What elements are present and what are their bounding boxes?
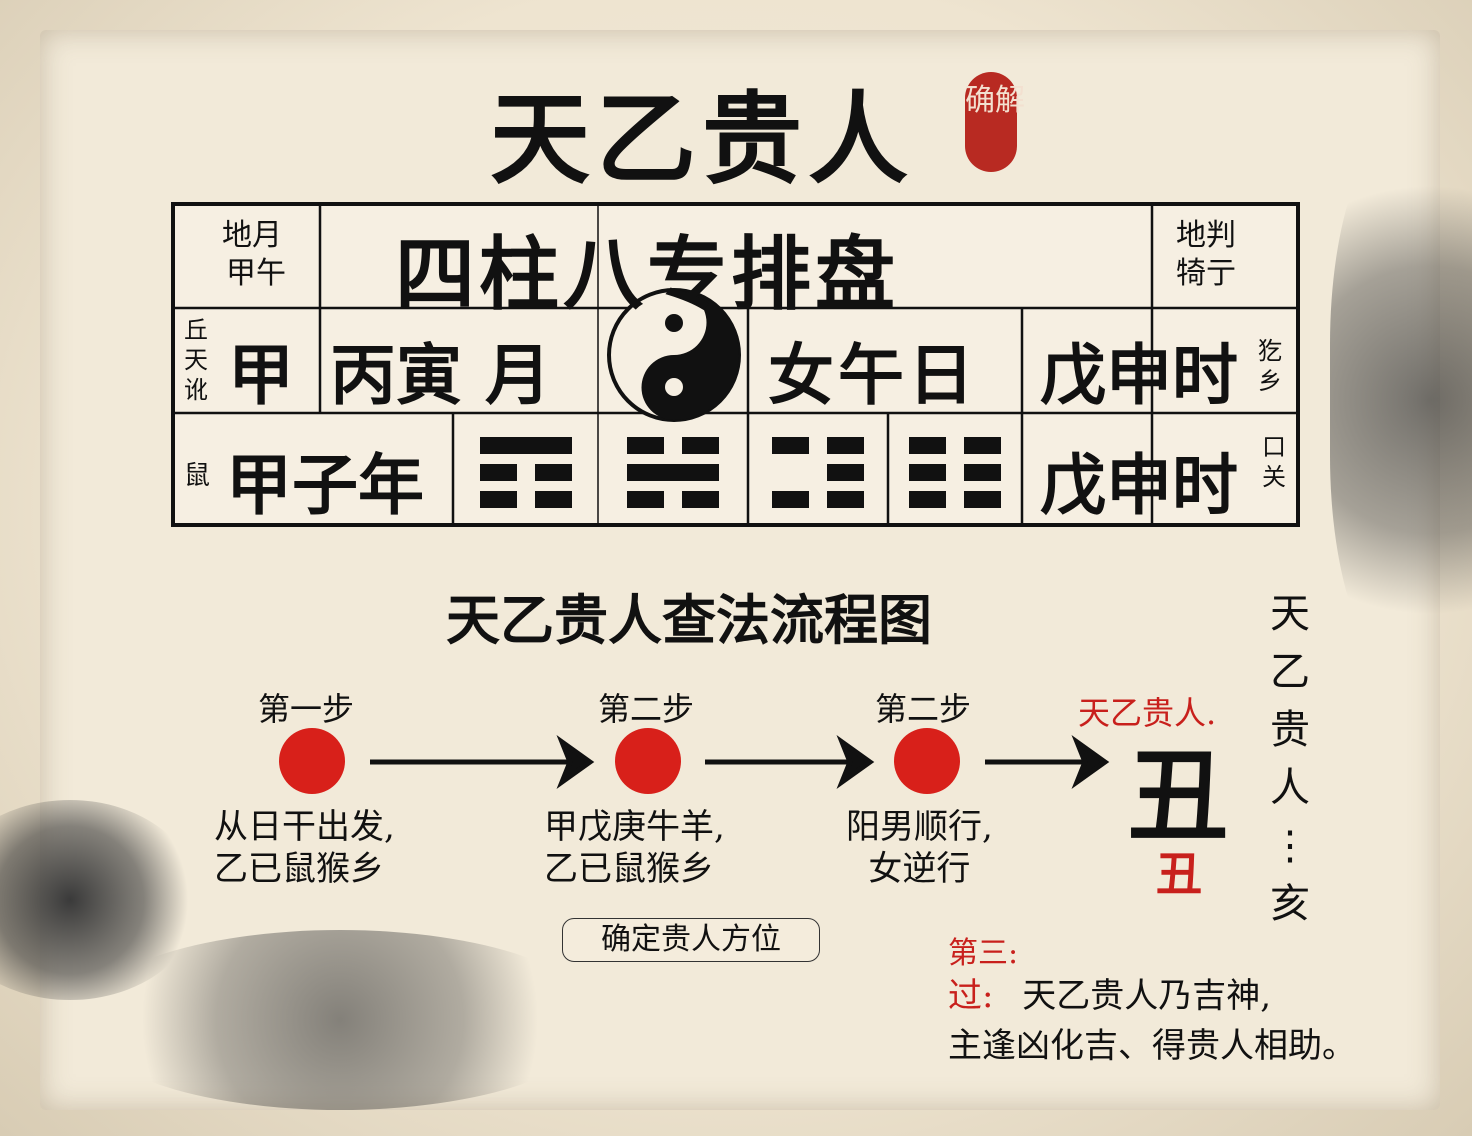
vert-char: 天 <box>1270 591 1310 637</box>
trigram-line-broken <box>964 464 1001 481</box>
desc-line: 从日干出发, <box>214 807 395 847</box>
step-2-desc: 甲戊庚牛羊, 乙已鼠猴乡 <box>544 806 725 890</box>
desc-line: 甲戊庚牛羊, <box>544 807 725 847</box>
note-prefix: 过: <box>948 976 994 1016</box>
trigram-line-broken <box>772 437 809 454</box>
arrow-3-head <box>1071 735 1110 789</box>
trigram-line-broken <box>827 491 864 508</box>
month-pillar: 丙寅 月 <box>330 336 551 414</box>
header-right-line2: 犄亍 <box>1176 256 1236 291</box>
page-title: 天乙贵人 <box>490 80 914 198</box>
trigram-line-broken <box>535 491 572 508</box>
hour-pillar-2: 戊申时 <box>1040 446 1238 524</box>
arrow-2-head <box>836 735 875 789</box>
trigram-line-broken <box>682 491 719 508</box>
step-3-dot <box>894 728 960 794</box>
yin-yang-icon <box>607 288 741 422</box>
hour-pillar: 戊申时 <box>1040 336 1238 414</box>
note-line-1: 过: 天乙贵人乃吉神, <box>948 968 1271 1017</box>
trigram-line-broken <box>772 491 809 508</box>
row3-side-note: 鼠 <box>184 461 211 491</box>
side-char: 关 <box>1262 463 1286 491</box>
desc-line: 阳男顺行, <box>846 807 993 847</box>
side-char: 天 <box>184 346 208 374</box>
trigram-line-right-only <box>827 464 864 481</box>
step-1-desc: 从日干出发, 乙已鼠猴乡 <box>214 806 395 890</box>
trigram-line-broken <box>535 464 572 481</box>
step-2-dot <box>615 728 681 794</box>
trigram-line-broken <box>627 491 664 508</box>
desc-line: 女逆行 <box>868 849 971 889</box>
row3-right-note: 口 关 <box>1262 432 1286 492</box>
trigram-line-broken <box>827 437 864 454</box>
year-pillar: 甲子年 <box>226 446 424 524</box>
seal-stamp: 确解 <box>965 72 1025 172</box>
table-title: 四柱八专排盘 <box>395 227 899 321</box>
trigram-2 <box>627 437 719 508</box>
day-stem: 甲 <box>228 336 294 414</box>
note-heading: 第三: <box>948 936 1019 971</box>
vert-char: 贵 <box>1270 707 1310 753</box>
trigram-line-solid <box>480 437 572 454</box>
trigram-line-broken <box>682 437 719 454</box>
ink-brush <box>1330 120 1472 680</box>
note-text-1: 天乙贵人乃吉神, <box>1022 976 1272 1016</box>
vert-char: 亥 <box>1270 881 1310 927</box>
result-branch-big: 丑 <box>1128 737 1228 855</box>
trigram-line-broken <box>909 464 946 481</box>
trigram-line-broken <box>909 437 946 454</box>
trigram-4 <box>909 437 1001 508</box>
arrow-1-head <box>556 735 595 789</box>
header-left-line2: 甲午 <box>226 256 286 291</box>
step-2-label: 第二步 <box>598 690 695 728</box>
result-label: 天乙贵人. <box>1078 694 1217 732</box>
step-1-dot <box>279 728 345 794</box>
step-1-label: 第一步 <box>258 690 355 728</box>
row2-side-note: 丘 天 讹 <box>184 315 214 405</box>
vert-char: 乙 <box>1270 649 1310 695</box>
step-3-label: 第二步 <box>875 690 972 728</box>
trigram-line-broken <box>480 491 517 508</box>
note-line-2: 主逢凶化吉、得贵人相助。 <box>948 1026 1356 1066</box>
side-char: 口 <box>1262 433 1286 461</box>
side-char: 犵 <box>1258 337 1282 365</box>
vert-char: ⋮ <box>1270 823 1310 869</box>
desc-line: 乙已鼠猴乡 <box>544 849 714 889</box>
header-left-line1: 地月 <box>222 218 282 253</box>
trigram-line-broken <box>909 491 946 508</box>
vert-char: 人 <box>1270 765 1310 811</box>
side-char: 讹 <box>184 376 208 404</box>
step-3-desc: 阳男顺行, 女逆行 <box>846 806 993 890</box>
trigram-line-broken <box>627 437 664 454</box>
ink-wash <box>80 930 600 1110</box>
side-char: 乡 <box>1258 367 1282 395</box>
trigram-line-broken <box>964 437 1001 454</box>
trigram-line-solid <box>627 464 719 481</box>
trigram-1 <box>480 437 572 508</box>
trigram-3 <box>772 437 864 508</box>
trigram-line-broken <box>964 491 1001 508</box>
result-branch-small: 丑 <box>1156 847 1202 901</box>
vertical-text: 天 乙 贵 人 ⋮ 亥 <box>1268 585 1312 933</box>
flow-title: 天乙贵人查法流程图 <box>446 588 932 652</box>
trigram-line-broken <box>480 464 517 481</box>
locate-noble-button[interactable]: 确定贵人方位 <box>562 918 820 962</box>
header-right-line1: 地判 <box>1176 218 1236 253</box>
row2-right-note: 犵 乡 <box>1258 336 1282 396</box>
side-char: 丘 <box>184 316 208 344</box>
desc-line: 乙已鼠猴乡 <box>214 849 384 889</box>
day-pillar: 女午日 <box>768 336 978 414</box>
